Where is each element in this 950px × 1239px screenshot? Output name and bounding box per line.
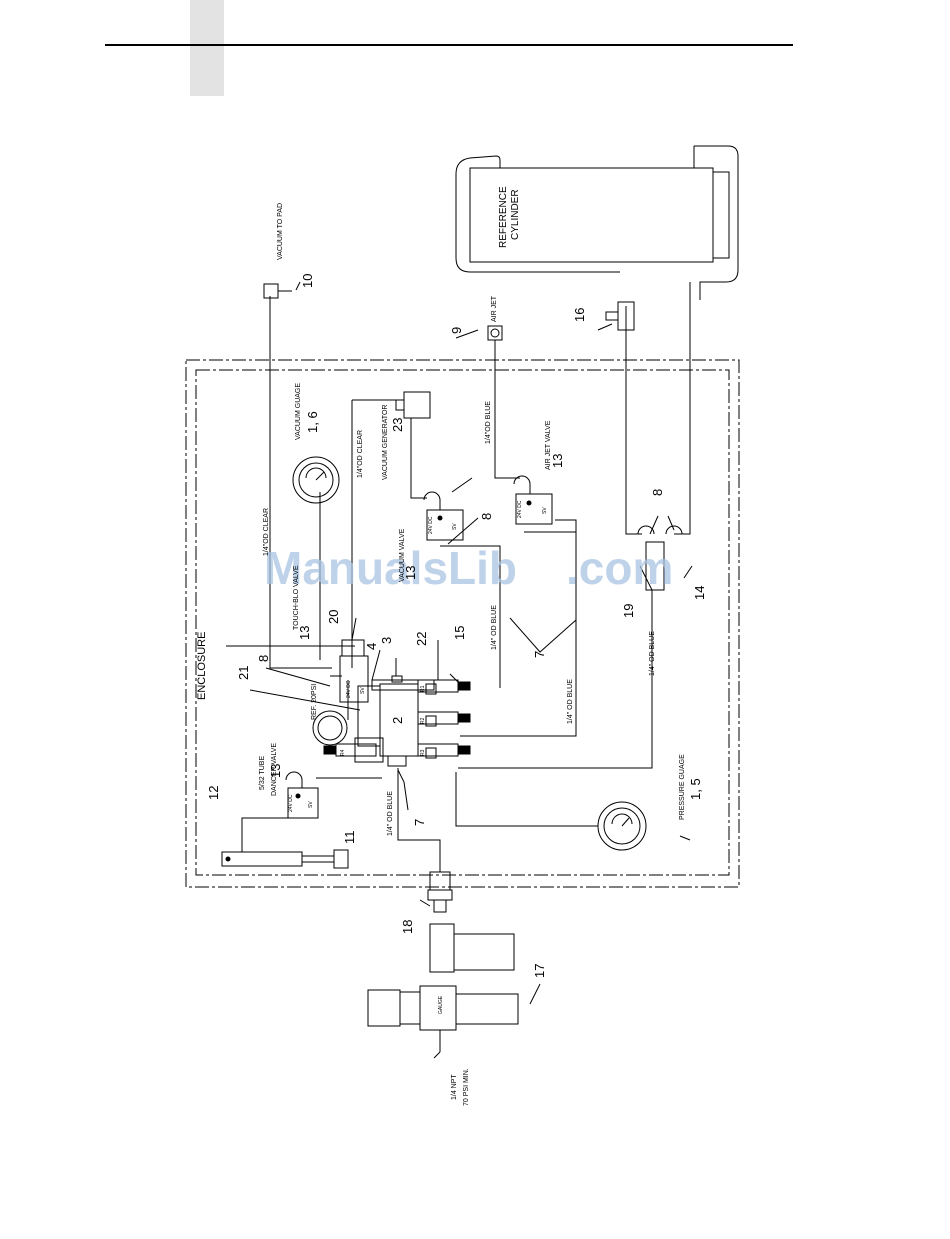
label-vacuum-generator: VACUUM GENERATOR (382, 405, 389, 480)
callout-13d: 13 (550, 454, 565, 468)
callout-18: 18 (400, 920, 415, 934)
touch-blo-sv: SV (360, 687, 366, 694)
callout-3: 3 (379, 637, 394, 644)
regulator-r2 (417, 711, 471, 727)
callout-23: 23 (390, 418, 405, 432)
label-dancer-valve: DANCER VALVE (271, 743, 278, 796)
label-tube-blue-d: 1/4" OD BLUE (649, 631, 656, 676)
page-tab (190, 0, 224, 96)
callout-16: 16 (572, 308, 587, 322)
callout-8c: 8 (650, 489, 665, 496)
callout-13a: 13 (268, 764, 283, 778)
touch-blo-valve (330, 639, 369, 703)
callout-7b: 7 (412, 819, 427, 826)
regulator-r3 (417, 743, 471, 759)
label-pressure-guage: PRESSURE GUAGE (679, 754, 686, 820)
callout-19: 19 (621, 604, 636, 618)
callout-13c: 13 (403, 566, 418, 580)
label-tube-blue-b: 1/4" OD BLUE (491, 605, 498, 650)
label-vacuum-guage: VACUUM GUAGE (295, 383, 302, 440)
tee-fitting-16 (605, 301, 635, 331)
label-vacuum-to-pad: VACUUM TO PAD (277, 203, 284, 260)
label-tube-blue-c: 1/4" OD BLUE (567, 679, 574, 724)
regulator-r4 (323, 743, 377, 757)
enclosure-label: ENCLOSURE (196, 632, 208, 700)
label-tube-clear-a: 1/4"OD CLEAR (263, 508, 270, 556)
regulator-gauge-20psi (312, 710, 348, 746)
label-532-tube: 5/32 TUBE (259, 756, 266, 790)
label-vacuum-valve: VACUUM VALVE (399, 528, 406, 582)
callout-17: 17 (532, 964, 547, 978)
dancer-valve (285, 771, 319, 819)
enclosure-inner-border (195, 369, 730, 876)
touch-blo-24vdc: 24V DC (346, 680, 352, 698)
inline-filter-19 (637, 525, 683, 591)
label-tube-clear-b: 1/4"OD CLEAR (357, 430, 364, 478)
reg-r2-label: R2 (420, 717, 426, 724)
dancer-valve-24vdc: 24V DC (288, 794, 294, 812)
label-tube-blue-e: 1/4" OD BLUE (387, 791, 394, 836)
reg-r1-label: R1 (420, 685, 426, 692)
callout-leaders (249, 281, 693, 1005)
callout-1-6: 1, 6 (305, 411, 320, 433)
vacuum-gauge (292, 456, 340, 504)
header-rule (105, 44, 793, 46)
reference-cylinder (455, 145, 739, 300)
vacuum-valve-sv: SV (452, 523, 458, 530)
callout-8a: 8 (256, 655, 271, 662)
label-touch-blo-valve: TOUCH-BLO VALVE (293, 565, 300, 630)
label-air-jet: AIR JET (491, 295, 498, 322)
callout-8b: 8 (479, 513, 494, 520)
manifold-block (354, 675, 435, 767)
dancer-valve-sv: SV (308, 801, 314, 808)
label-supply-psi: 70 PSI MIN. (463, 1068, 470, 1106)
callout-11: 11 (342, 831, 357, 845)
air-jet-valve-sv: SV (542, 507, 548, 514)
label-air-jet-valve: AIR JET VALVE (545, 420, 552, 470)
callout-12: 12 (206, 786, 221, 800)
enclosure-outer-border (185, 359, 740, 888)
air-jet-valve-24vdc: 24V DC (517, 500, 523, 518)
bulkhead-fitting-18 (427, 871, 453, 913)
filter-regulator-17 (367, 923, 519, 1059)
vacuum-generator (395, 391, 431, 419)
callout-10: 10 (300, 274, 315, 288)
label-gauge: GAUGE (438, 995, 444, 1014)
label-supply-npt: 1/4 NPT (451, 1074, 458, 1100)
callout-20: 20 (326, 610, 341, 624)
callout-21: 21 (236, 666, 251, 680)
vacuum-pad-fitting (263, 283, 292, 299)
callout-14: 14 (692, 586, 707, 600)
vacuum-valve-24vdc: 24V DC (428, 516, 434, 534)
callout-15: 15 (452, 626, 467, 640)
reg-r3-label: R3 (420, 749, 426, 756)
air-jet-fitting (487, 325, 503, 341)
reg-r4-label: R4 (340, 749, 346, 756)
dancer-cylinder (221, 849, 349, 869)
callout-22: 22 (414, 632, 429, 646)
air-jet-valve (513, 475, 553, 525)
label-reference: REFERENCE (498, 186, 509, 248)
watermark-main: ManualsLib (264, 542, 517, 594)
callout-9: 9 (449, 327, 464, 334)
tubing-lines (226, 282, 691, 872)
label-ref-20psi: REF. 20PSI (311, 684, 318, 720)
pressure-gauge (597, 801, 647, 851)
watermark-suffix: .com (566, 542, 673, 594)
vacuum-valve (423, 491, 464, 541)
callout-2: 2 (390, 717, 405, 724)
label-cylinder: CYLINDER (510, 189, 521, 240)
callout-4: 4 (364, 643, 379, 650)
callout-7a: 7 (532, 651, 547, 658)
callout-1-5: 1, 5 (688, 778, 703, 800)
label-tube-blue-a: 1/4"OD BLUE (485, 401, 492, 444)
callout-13b: 13 (297, 626, 312, 640)
